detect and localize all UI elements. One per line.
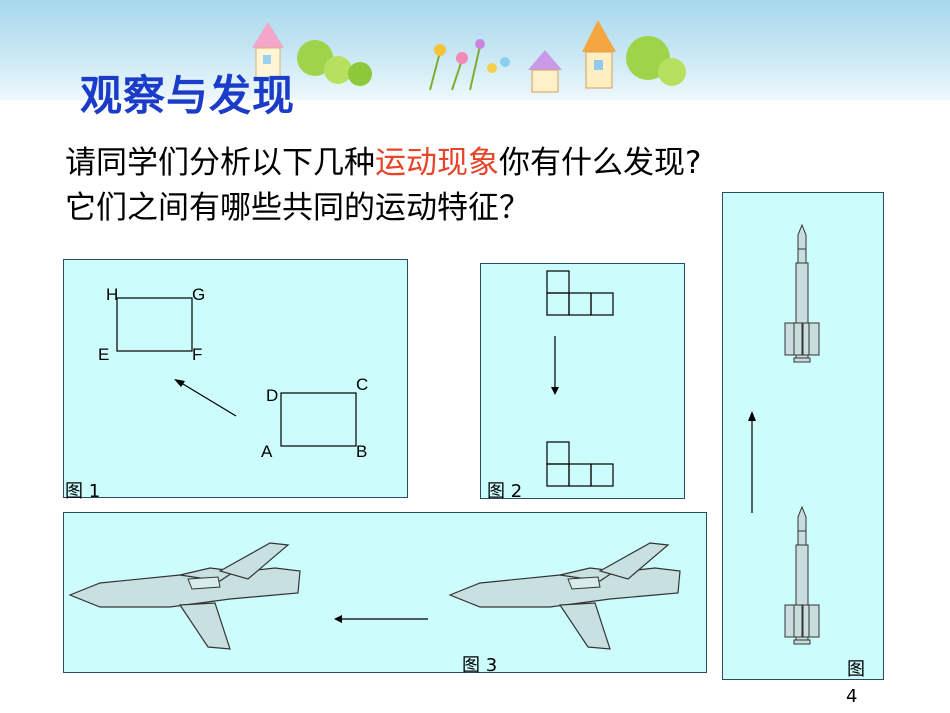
l-shape-bottom bbox=[546, 441, 614, 487]
rocket-top-icon bbox=[784, 224, 820, 363]
l-shape-top bbox=[546, 270, 614, 316]
header-banner bbox=[0, 0, 950, 100]
figure4-panel: 图 bbox=[722, 192, 884, 680]
figure3-caption: 图 3 bbox=[462, 655, 498, 676]
slide-title: 观察与发现 bbox=[80, 71, 296, 120]
figure4-caption-top: 图 bbox=[847, 659, 865, 680]
figure4-caption-bottom: 4 bbox=[846, 686, 858, 707]
arrowhead-icon bbox=[551, 387, 559, 395]
tree-right-icon bbox=[626, 36, 686, 86]
figure2-caption: 图 2 bbox=[487, 481, 523, 502]
arrowhead-icon bbox=[334, 615, 342, 623]
tree-cluster-icon bbox=[297, 40, 372, 86]
question-highlight: 运动现象 bbox=[375, 145, 499, 181]
figure1-caption: 图 1 bbox=[65, 481, 101, 502]
rectangle-abcd bbox=[280, 392, 357, 447]
figure3-panel: 图 3 bbox=[63, 512, 707, 676]
flowers-icon bbox=[429, 39, 510, 91]
jet-left-icon bbox=[69, 542, 301, 650]
rectangle-efgh bbox=[116, 297, 193, 352]
jet-right-icon bbox=[449, 542, 681, 650]
label-f: F bbox=[192, 345, 202, 364]
figure4-drawing bbox=[748, 224, 820, 645]
label-d: D bbox=[266, 386, 278, 405]
label-b: B bbox=[356, 442, 367, 461]
arrowhead-icon bbox=[174, 379, 185, 387]
figure1-panel: H G E F D C A B 图 1 bbox=[63, 259, 408, 502]
question-suffix: 你有什么发现? bbox=[499, 145, 702, 181]
arrowhead-icon bbox=[748, 411, 756, 421]
figure2-drawing bbox=[546, 270, 614, 487]
question-line-1: 请同学们分析以下几种运动现象你有什么发现? bbox=[65, 137, 701, 182]
figure3-drawing bbox=[69, 542, 681, 650]
figure2-panel: 图 2 bbox=[480, 263, 685, 502]
label-a: A bbox=[261, 442, 273, 461]
question-line-2: 它们之间有哪些共同的运动特征？ bbox=[65, 190, 530, 226]
house-right-icon bbox=[528, 20, 616, 93]
house-left-icon bbox=[252, 22, 284, 79]
rocket-bottom-icon bbox=[784, 506, 820, 645]
figure1-drawing: H G E F D C A B bbox=[98, 285, 368, 461]
decorative-houses-trees bbox=[252, 20, 686, 93]
label-c: C bbox=[356, 375, 368, 394]
question-prefix: 请同学们分析以下几种 bbox=[65, 145, 375, 181]
label-g: G bbox=[192, 285, 205, 304]
label-h: H bbox=[106, 285, 118, 304]
label-e: E bbox=[98, 345, 109, 364]
translation-arrow bbox=[177, 380, 237, 417]
